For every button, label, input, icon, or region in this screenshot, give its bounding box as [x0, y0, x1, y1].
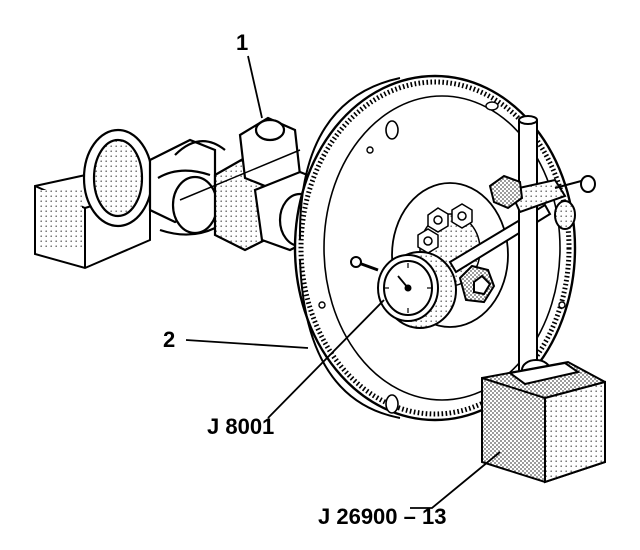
callout-j26900-magnetic-base: J 26900 – 13 — [318, 504, 447, 529]
callout-2-flywheel: 2 — [163, 327, 176, 352]
leader-line-2 — [185, 339, 309, 349]
leader-line-1 — [247, 55, 263, 119]
leader-lines — [185, 55, 501, 509]
leader-line-j8001 — [267, 299, 385, 419]
leader-line-j26900 — [410, 451, 501, 509]
crankshaft — [82, 116, 322, 252]
magnetic-base — [481, 360, 606, 484]
callout-j8001-dial-indicator: J 8001 — [207, 414, 275, 439]
callout-1-crankshaft: 1 — [236, 30, 249, 55]
flywheel — [293, 74, 577, 422]
dial-indicator — [350, 251, 496, 329]
